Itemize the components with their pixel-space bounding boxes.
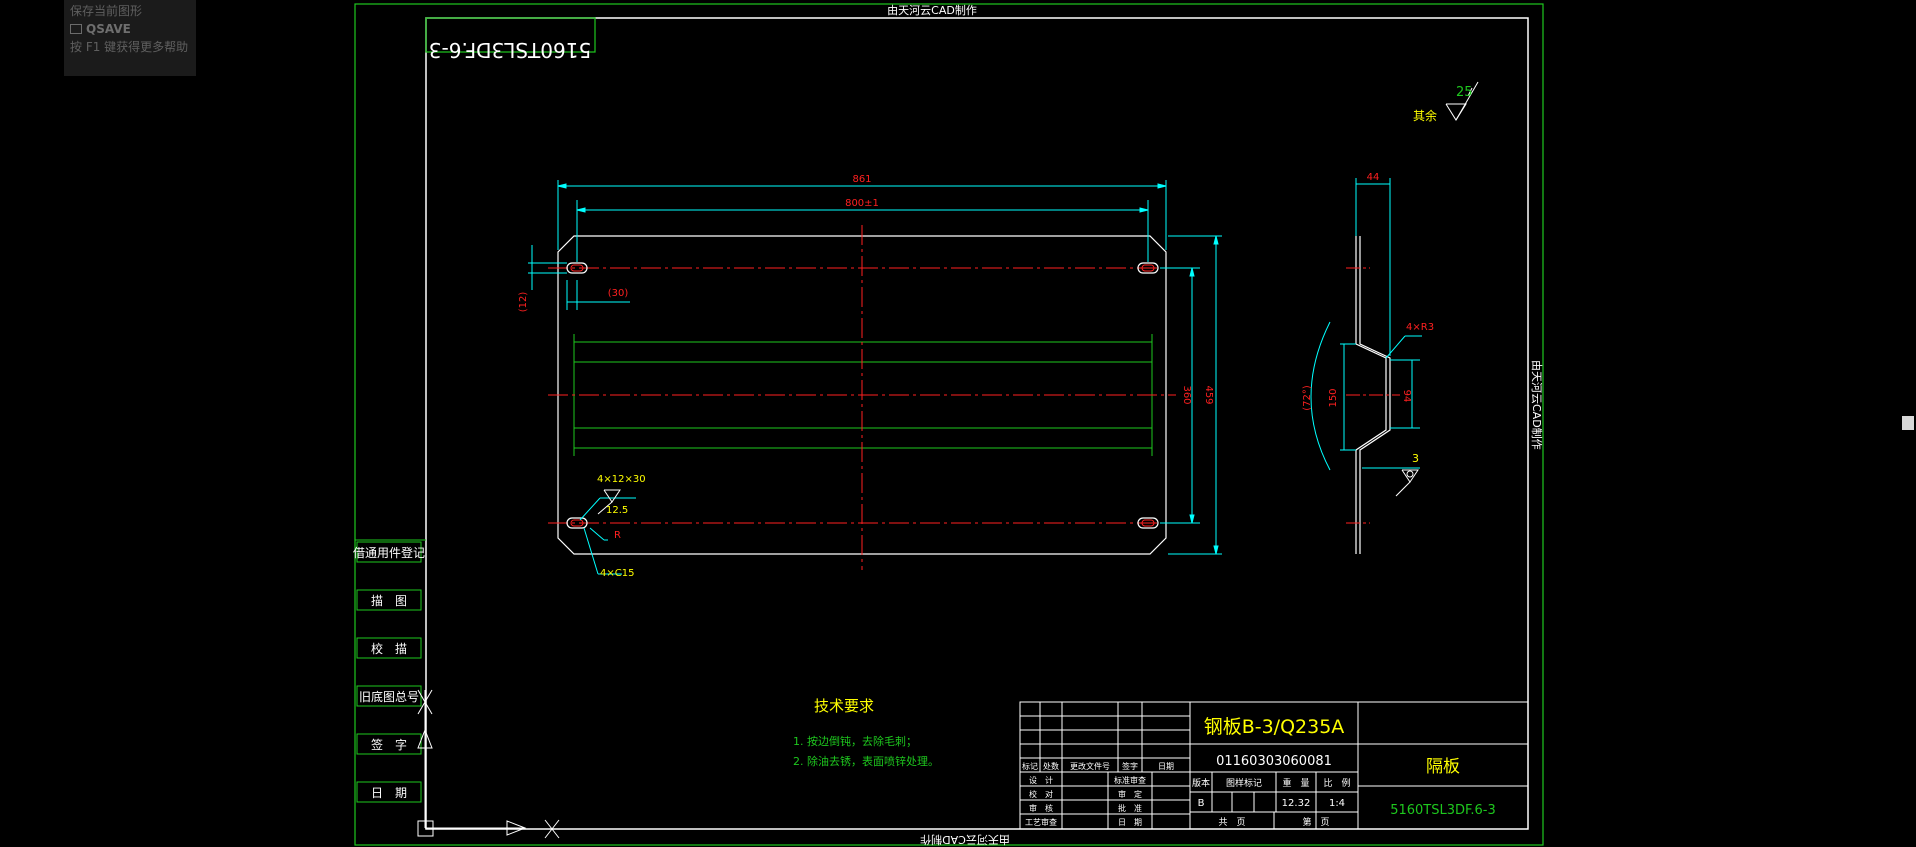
- roughness-value: 25: [1456, 85, 1473, 100]
- head-mark: 标记: [1022, 761, 1038, 771]
- tech-req-item-1: 1. 按边倒钝，去除毛刺；: [793, 734, 917, 748]
- angle-label: (72°): [1302, 385, 1313, 411]
- left-column-3: 旧底图总号: [359, 689, 419, 704]
- slot-roughness: 12.5: [606, 505, 628, 516]
- radius-label: R: [614, 530, 621, 541]
- head-sign: 签字: [1122, 761, 1138, 771]
- signer-process: 工艺审查: [1025, 817, 1057, 827]
- head-count: 处数: [1043, 761, 1059, 771]
- value-weight: 12.32: [1282, 798, 1311, 809]
- frame-top-caption: 由天河云CAD制作: [887, 3, 977, 17]
- head-doc: 更改文件号: [1070, 761, 1110, 771]
- signer-design: 设 计: [1029, 775, 1053, 785]
- roughness-symbol: [1445, 81, 1479, 121]
- tooltip-command: QSAVE: [86, 22, 131, 36]
- front-view-dimensions: [528, 180, 1222, 575]
- attr-scale: 比 例: [1323, 777, 1350, 789]
- dim-94: 94: [1401, 390, 1412, 403]
- left-column-4: 签 字: [371, 737, 407, 752]
- title-part-name: 隔板: [1426, 757, 1460, 777]
- bend-label: 4×R3: [1406, 322, 1434, 333]
- left-register-column: [355, 539, 426, 803]
- dim-459: 459: [1203, 385, 1214, 404]
- tech-req-title: 技术要求: [814, 697, 874, 715]
- signer-check: 校 对: [1029, 789, 1053, 799]
- value-scale: 1:4: [1329, 798, 1345, 809]
- title-block: [1019, 701, 1529, 830]
- reviewer-date: 日 期: [1118, 818, 1142, 827]
- reviewer-ratify: 批 准: [1118, 803, 1142, 813]
- dim-44: 44: [1367, 172, 1380, 183]
- tooltip-help: 按 F1 键获得更多帮助: [70, 40, 189, 54]
- plate-front-view: [548, 225, 1176, 570]
- ucs-icon: [417, 689, 560, 839]
- sheet-total: 共 页: [1218, 817, 1245, 828]
- qsave-tooltip: 保存当前图形 QSAVE 按 F1 键获得更多帮助: [64, 0, 196, 76]
- title-material: 钢板B-3/Q235A: [1204, 716, 1345, 738]
- slot-label: 4×12×30: [597, 474, 646, 485]
- tech-req-item-2: 2. 除油去锈，表面喷锌处理。: [793, 754, 939, 768]
- title-drawing-no: 5160TSL3DF.6-3: [1390, 803, 1496, 818]
- dim-800: 800±1: [845, 198, 879, 209]
- attr-version: 版本: [1192, 777, 1210, 789]
- frame-right-caption: 由天河云CAD制作: [1530, 360, 1544, 450]
- frame-bottom-caption: 由天河云CAD制作: [920, 833, 1010, 847]
- attr-mark: 图样标记: [1226, 777, 1262, 789]
- dim-861: 861: [852, 174, 871, 185]
- roughness-label: 其余: [1413, 108, 1437, 123]
- left-column-2: 校 描: [371, 641, 407, 656]
- reviewer-approve: 审 定: [1118, 789, 1142, 799]
- dim-360: 360: [1181, 385, 1192, 404]
- thickness-label: 3: [1412, 452, 1419, 465]
- left-column-5: 日 期: [371, 786, 407, 800]
- mirror-drawing-code: 5160TSL3DF.6-3: [429, 38, 591, 62]
- vertical-scrollbar-thumb[interactable]: [1902, 416, 1914, 430]
- plate-side-view: [1310, 178, 1422, 554]
- attr-weight: 重 量: [1282, 777, 1309, 789]
- left-column-1: 描 图: [371, 594, 407, 608]
- sheet-no: 第 页: [1302, 816, 1329, 828]
- tooltip-title: 保存当前图形: [70, 4, 143, 18]
- dim-150: 150: [1328, 388, 1339, 407]
- dim-12: (12): [518, 292, 529, 313]
- drawing-frame: [354, 3, 1544, 846]
- signer-review: 审 核: [1029, 803, 1053, 813]
- chamfer-label: 4×C15: [600, 568, 634, 579]
- title-code: 01160303060081: [1216, 754, 1332, 769]
- value-version: B: [1198, 798, 1205, 809]
- left-column-0: 借通用件登记: [353, 545, 425, 560]
- dim-30: (30): [608, 288, 629, 299]
- head-date: 日期: [1158, 762, 1174, 771]
- reviewer-standard: 标准审查: [1114, 775, 1146, 785]
- tooltip-command-row: QSAVE: [70, 20, 190, 38]
- save-icon: [70, 24, 82, 34]
